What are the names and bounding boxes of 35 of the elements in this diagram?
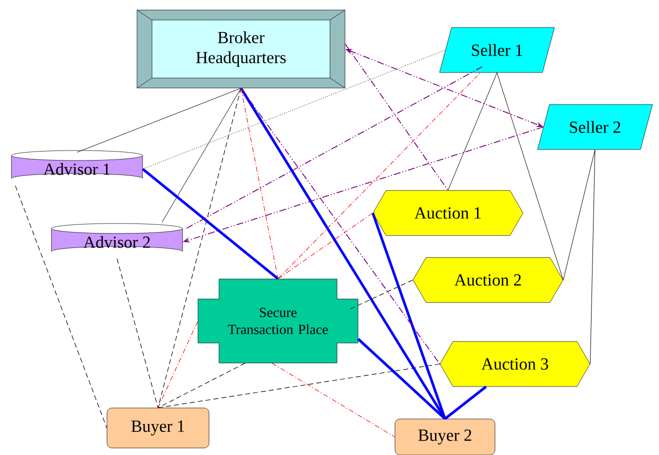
connector-line: [76, 88, 242, 153]
connector-line: [448, 72, 498, 191]
connector-line: [562, 149, 596, 280]
connector-line: [158, 362, 246, 408]
connector-line: [496, 72, 564, 280]
auction-hexagon: Auction 3: [440, 341, 590, 387]
seller-parallelogram: Seller 1: [439, 27, 555, 73]
connector-line: [278, 212, 374, 280]
buyer-box: Buyer 1: [106, 408, 210, 448]
advisor-cylinder: Advisor 2: [51, 223, 183, 252]
connector-line: [158, 88, 242, 408]
connector-line: [590, 149, 596, 364]
connector-line: [350, 280, 414, 310]
connector-line: [278, 72, 481, 280]
connector-line: [142, 50, 446, 170]
auction-hexagon: Auction 2: [412, 257, 564, 303]
connector-line: [372, 212, 446, 420]
connector-line: [184, 66, 483, 230]
headquarters-box: Broker Headquarters: [136, 10, 346, 88]
connector-line: [272, 362, 396, 438]
connector-line: [162, 88, 242, 223]
connector-line: [158, 364, 440, 408]
connector-line: [142, 168, 279, 280]
connector-line: [444, 386, 487, 420]
connector-line: [357, 338, 446, 420]
seller-parallelogram: Seller 2: [537, 104, 653, 150]
connector-line: [240, 88, 440, 364]
connector-line: [158, 320, 198, 408]
connector-line: [15, 185, 108, 428]
advisor-cylinder: Advisor 1: [11, 150, 143, 179]
connector-line: [240, 88, 278, 280]
connector-line: [116, 258, 158, 408]
auction-hexagon: Auction 1: [372, 190, 524, 236]
buyer-box: Buyer 2: [394, 418, 496, 455]
connector-line: [344, 44, 448, 191]
